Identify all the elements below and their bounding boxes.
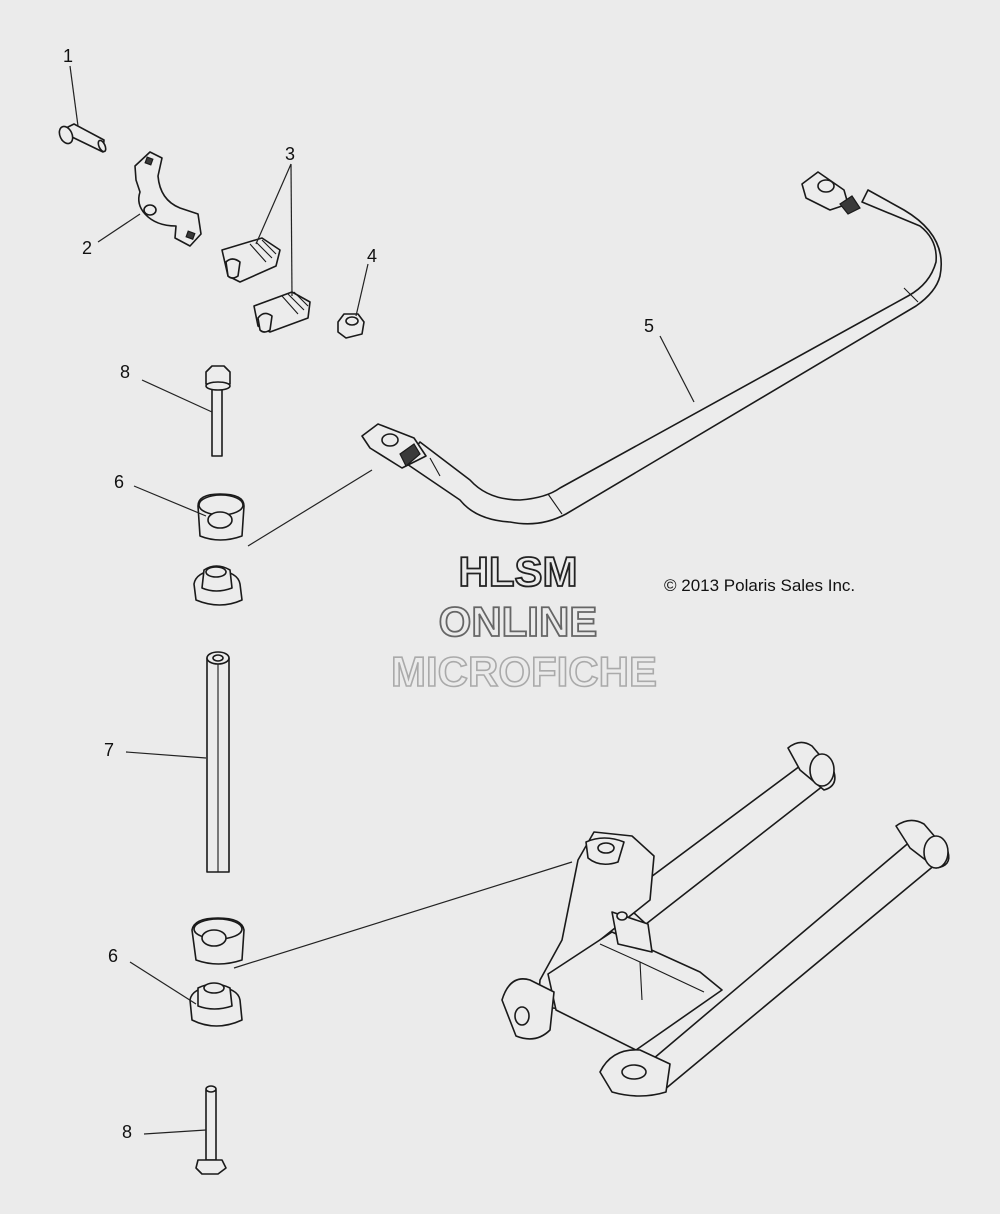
callout-4: 4 (367, 246, 377, 266)
callout-5: 5 (644, 316, 654, 336)
callout-1: 1 (63, 46, 73, 66)
copyright-notice: © 2013 Polaris Sales Inc. (664, 576, 855, 595)
callout-3: 3 (285, 144, 295, 164)
part-5-stabilizer-bar (361, 171, 942, 525)
part-2-clamp (134, 151, 202, 247)
callout-6-lower: 6 (108, 946, 118, 966)
part-7-link-rod (206, 651, 230, 873)
callout-2: 2 (82, 238, 92, 258)
part-8-bolt-lower (195, 1085, 227, 1175)
part-3-bushing-upper (221, 237, 281, 283)
lower-control-arm-reference (501, 741, 950, 1097)
callout-8-lower: 8 (122, 1122, 132, 1142)
part-3-bushing-lower (253, 291, 311, 333)
part-6-bushing-lower-a (191, 917, 245, 965)
callout-8-upper: 8 (120, 362, 130, 382)
part-6-bushing-upper-b (193, 565, 243, 606)
part-4-nut (337, 313, 365, 339)
watermark: HLSM ONLINE MICROFICHE (390, 547, 658, 696)
part-6-bushing-upper-a (197, 493, 245, 541)
part-1-bolt (58, 123, 107, 153)
callout-7: 7 (104, 740, 114, 760)
watermark-line-3: MICROFICHE (391, 648, 657, 695)
callout-numbers: 1 2 3 4 5 8 6 7 6 8 (63, 46, 654, 1142)
leader-lines (69, 65, 695, 1135)
callout-6-upper: 6 (114, 472, 124, 492)
part-6-bushing-lower-b (189, 982, 243, 1027)
watermark-line-2: ONLINE (439, 598, 598, 645)
part-8-bolt-upper (205, 365, 231, 457)
watermark-line-1: HLSM (459, 548, 578, 595)
